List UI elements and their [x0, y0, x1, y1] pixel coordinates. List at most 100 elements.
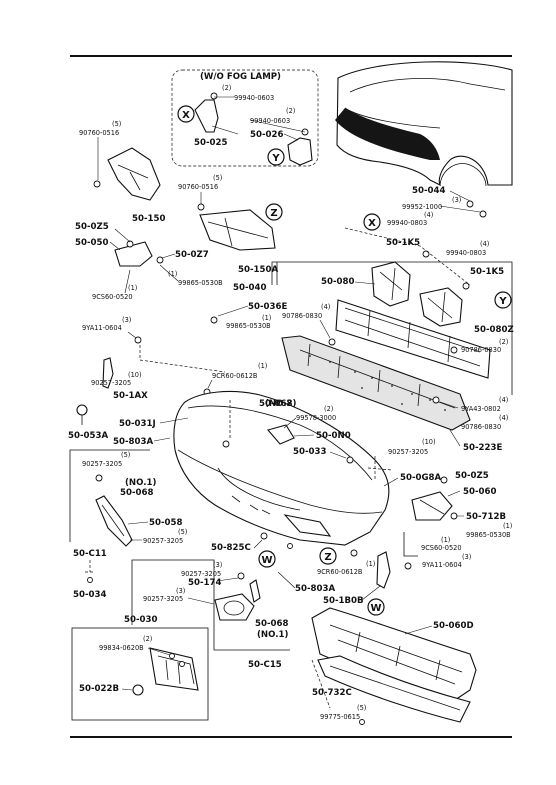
- bumper-fascia-drawing: [173, 390, 390, 546]
- qty-99940-0603-b: (2): [286, 107, 295, 115]
- label-50-025: 50-025: [194, 138, 227, 148]
- dashed-guide-034: [85, 560, 95, 573]
- label-90257-3205-a: 90257-3205: [91, 379, 131, 387]
- ref-circle-y-inset: [267, 148, 285, 166]
- qty-9cr60-0612b-b: (1): [366, 560, 375, 568]
- qty-99940-0803-b: (4): [480, 240, 489, 248]
- label-50-036e: 50-036E: [248, 302, 287, 312]
- bracket-50-050-drawing: [114, 240, 164, 267]
- qty-90257-3205-d: (5): [178, 528, 187, 536]
- label-50-803a-b: 50-803A: [295, 584, 335, 594]
- label-9ya43-0802: 9YA43-0802: [461, 405, 501, 413]
- qty-90786-0830-c: (4): [499, 414, 508, 422]
- label-50-033: 50-033: [293, 447, 326, 457]
- label-50-c11: 50-C11: [73, 549, 107, 559]
- label-99940-0603-a: 99940-0603: [234, 94, 274, 102]
- label-50-060d: 50-060D: [433, 621, 474, 631]
- label-50-034: 50-034: [73, 590, 106, 600]
- side-garnish-50-c11-drawing: [95, 495, 133, 547]
- label-99865-0530b-a: 99865-0530B: [178, 279, 223, 287]
- undercover-50-732c-drawing: [317, 655, 471, 723]
- label-50-825c: 50-825C: [211, 543, 251, 553]
- qty-90257-3205-b: (10): [422, 438, 436, 446]
- ref-letter-z-upper: Z: [270, 208, 277, 219]
- label-9ya11-0604-a: 9YA11-0604: [82, 324, 122, 332]
- clip-50-036e-icon: [210, 316, 218, 324]
- label-50-068-c: 50-068: [255, 619, 288, 629]
- qty-90760-0516-a: (5): [112, 120, 121, 128]
- group-50-c11-bracket: [69, 449, 150, 542]
- group-50-030-box: [71, 627, 209, 721]
- label-9ya11-0604-b: 9YA11-0604: [422, 561, 462, 569]
- dashed-guide-1ax: [139, 345, 226, 373]
- ref-circle-y-right: [494, 291, 512, 309]
- qty-99940-0803-a: (4): [424, 211, 433, 219]
- ref-circle-w-right: [367, 598, 385, 616]
- qty-90786-0830-b: (2): [499, 338, 508, 346]
- qty-9cr60-0612b-a: (1): [258, 362, 267, 370]
- qty-9ya11-0604-b: (3): [462, 553, 471, 561]
- label-50-0z5-b: 50-0Z5: [455, 471, 489, 481]
- label-90257-3205-f: 90257-3205: [143, 595, 183, 603]
- label-50-068-b: 50-068: [120, 488, 153, 498]
- qty-9cs60-0520-b: (1): [441, 536, 450, 544]
- qty-9ya11-0604-a: (3): [122, 316, 131, 324]
- label-90786-0830-a: 90786-0830: [282, 312, 322, 320]
- group-50-c15-bracket: [131, 559, 290, 651]
- group-50-040-bracket: [271, 261, 513, 395]
- fog-lamp-cover-right-drawing: [287, 128, 313, 166]
- qty-90760-0516-b: (5): [213, 174, 222, 182]
- grommet-50-022b-icon: [132, 684, 144, 696]
- bracket-9cs60-guide: [403, 532, 418, 557]
- label-99578-3000: 99578-3000: [296, 414, 336, 422]
- qty-99940-0603-a: (2): [222, 84, 231, 92]
- qty-99834-0620b: (2): [143, 635, 152, 643]
- label-99952-1000: 99952-1000: [402, 203, 442, 211]
- label-50-c15: 50-C15: [248, 660, 282, 670]
- qty-99865-0530b-b: (1): [262, 314, 271, 322]
- label-90257-3205-e: 90257-3205: [181, 570, 221, 578]
- label-50-174: 50-174: [188, 578, 221, 588]
- label-9cs60-0520-a: 9CS60-0520: [92, 293, 133, 301]
- dashed-guide-x: [344, 227, 471, 286]
- ref-letter-x-right: X: [368, 218, 376, 229]
- label-9cr60-0612b-b: 9CR60-0612B: [317, 568, 363, 576]
- qty-90257-3205-c: (5): [121, 451, 130, 459]
- label-50-026: 50-026: [250, 130, 283, 140]
- label-50-040: 50-040: [233, 283, 266, 293]
- absorber-texture: [309, 355, 446, 411]
- fog-lamp-cover-left-drawing: [194, 92, 219, 133]
- ref-letter-w-lower: W: [261, 555, 272, 566]
- label-50-150a: 50-150A: [238, 265, 278, 275]
- ref-letter-y-inset: Y: [271, 153, 280, 164]
- label-99940-0603-b: 99940-0603: [250, 117, 290, 125]
- qty-9ya43-0802: (4): [499, 396, 508, 404]
- bracket-50-080z-drawing: [419, 287, 463, 327]
- label-50-053a: 50-053A: [68, 431, 108, 441]
- qty-50-068-a: (NO.2): [265, 399, 296, 409]
- dashed-guide-732c: [311, 659, 331, 709]
- reinforcement-50-223e-drawing: [335, 299, 491, 379]
- label-50-044: 50-044: [412, 186, 445, 196]
- label-90786-0830-b: 90786-0830: [461, 346, 501, 354]
- fog-lamp-50-174-drawing: [214, 579, 261, 621]
- label-99865-0530b-c: 99865-0530B: [466, 531, 511, 539]
- label-90786-0830-c: 90786-0830: [461, 423, 501, 431]
- label-50-031j: 50-031J: [119, 419, 156, 429]
- inset-title: (W/O FOG LAMP): [200, 72, 281, 82]
- label-50-060: 50-060: [463, 487, 496, 497]
- ref-circle-z-lower: [319, 547, 337, 565]
- bracket-50-0n0-drawing: [267, 424, 295, 445]
- label-90760-0516-a: 90760-0516: [79, 129, 119, 137]
- qty-90257-3205-a: (10): [128, 371, 142, 379]
- bracket-50-080-drawing: [371, 261, 411, 307]
- qty-99865-0530b-a: (1): [168, 270, 177, 278]
- ref-circle-x-right: [363, 213, 381, 231]
- label-99940-0803-a: 99940-0803: [387, 219, 427, 227]
- bracket-50-150a-drawing: [197, 203, 276, 251]
- label-50-068-a: 50-068: [259, 399, 292, 409]
- label-90257-3205-c: 90257-3205: [82, 460, 122, 468]
- label-50-080: 50-080: [321, 277, 354, 287]
- label-50-1ax: 50-1AX: [113, 391, 148, 401]
